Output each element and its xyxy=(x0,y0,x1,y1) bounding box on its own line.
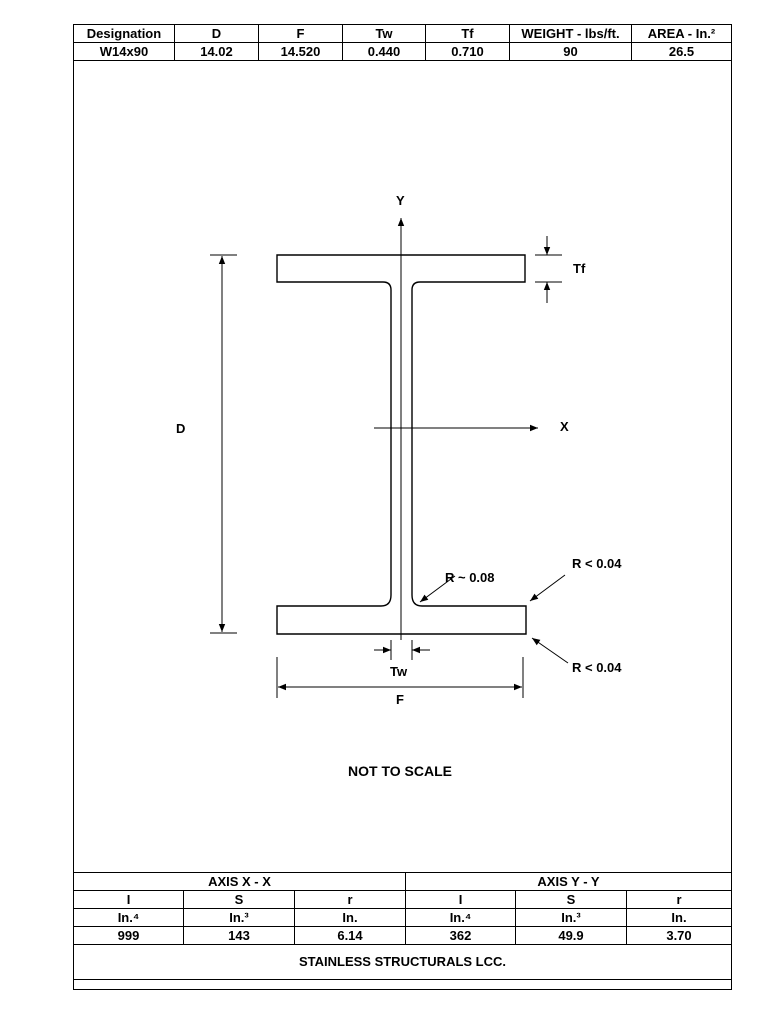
value-r-xx: 6.14 xyxy=(294,926,406,945)
value-r-yy: 3.70 xyxy=(626,926,732,945)
d-dimension-label: D xyxy=(176,421,185,436)
value-s-yy: 49.9 xyxy=(515,926,627,945)
i-beam-outline xyxy=(276,254,527,635)
edge-radius-top-leader xyxy=(529,574,566,602)
unit-r-yy: In. xyxy=(626,908,732,927)
tf-dimension-label: Tf xyxy=(573,261,586,276)
value-i-xx: 999 xyxy=(73,926,184,945)
tw-dimension-label: Tw xyxy=(390,664,408,679)
unit-i-xx: In.⁴ xyxy=(73,908,184,927)
edge-radius-bottom-leader xyxy=(531,637,569,664)
value-f: 14.520 xyxy=(258,42,343,61)
column-s-yy: S xyxy=(515,890,627,909)
column-s-xx: S xyxy=(183,890,295,909)
properties-value-row: W14x90 14.02 14.520 0.440 0.710 90 26.5 xyxy=(73,42,732,61)
axis-xx-header: AXIS X - X xyxy=(73,872,406,891)
column-r-yy: r xyxy=(626,890,732,909)
axis-column-row: I S r I S r xyxy=(73,890,732,909)
axis-values-row: 999 143 6.14 362 49.9 3.70 xyxy=(73,926,732,945)
axis-header-row: AXIS X - X AXIS Y - Y xyxy=(73,872,732,891)
fillet-radius-leader xyxy=(419,575,456,603)
axis-units-row: In.⁴ In.³ In. In.⁴ In.³ In. xyxy=(73,908,732,927)
unit-r-xx: In. xyxy=(294,908,406,927)
edge-radius-bottom-label: R < 0.04 xyxy=(572,660,622,675)
column-i-xx: I xyxy=(73,890,184,909)
value-weight: 90 xyxy=(509,42,632,61)
y-axis-label: Y xyxy=(396,193,405,208)
column-i-yy: I xyxy=(405,890,516,909)
section-properties-table: Designation D F Tw Tf WEIGHT - lbs/ft. A… xyxy=(73,24,732,61)
unit-i-yy: In.⁴ xyxy=(405,908,516,927)
fillet-radius-label: R ~ 0.08 xyxy=(445,570,495,585)
f-dimension-label: F xyxy=(396,692,404,707)
value-i-yy: 362 xyxy=(405,926,516,945)
column-r-xx: r xyxy=(294,890,406,909)
company-row: STAINLESS STRUCTURALS LCC. xyxy=(73,944,732,980)
axis-properties-table: AXIS X - X AXIS Y - Y I S r I S r In.⁴ I… xyxy=(73,872,732,980)
unit-s-yy: In.³ xyxy=(515,908,627,927)
value-d: 14.02 xyxy=(174,42,259,61)
header-area: AREA - In.² xyxy=(631,24,732,43)
unit-s-xx: In.³ xyxy=(183,908,295,927)
value-s-xx: 143 xyxy=(183,926,295,945)
not-to-scale-note: NOT TO SCALE xyxy=(348,763,452,779)
edge-radius-top-label: R < 0.04 xyxy=(572,556,622,571)
value-area: 26.5 xyxy=(631,42,732,61)
x-axis-label: X xyxy=(560,419,569,434)
company-name: STAINLESS STRUCTURALS LCC. xyxy=(73,944,732,980)
value-designation: W14x90 xyxy=(73,42,175,61)
axis-yy-header: AXIS Y - Y xyxy=(405,872,732,891)
